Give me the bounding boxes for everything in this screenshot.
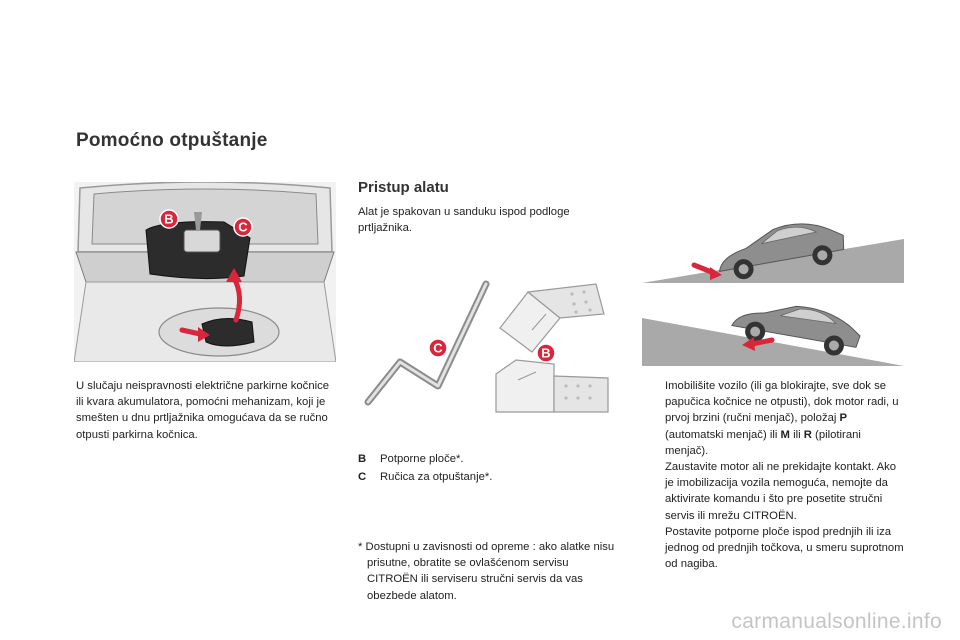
gear-position-p: P xyxy=(839,412,848,425)
trunk-photo: B C xyxy=(74,182,336,362)
label-c-circle xyxy=(233,217,253,237)
tools-label-c: C xyxy=(433,341,443,356)
list-item: Zaustavite motor ali ne prekidajte konta… xyxy=(642,459,904,524)
watermark: carmanualsonline.info xyxy=(731,610,942,633)
bullet-text: ili xyxy=(789,428,804,441)
tools-illustration: C B xyxy=(360,278,610,428)
list-item: Postavite potporne ploče ispod prednjih … xyxy=(642,524,904,573)
section-title-tool-access: Pristup alatu xyxy=(358,179,449,196)
bullet-text: (automatski menjač) ili xyxy=(665,428,781,441)
legend-key: B xyxy=(358,453,367,465)
legend-text: Potporne ploče*. xyxy=(380,453,464,465)
legend-row: B Potporne ploče*. xyxy=(358,450,492,468)
instruction-list: Imobilišite vozilo (ili ga blokirajte, s… xyxy=(642,378,904,572)
legend-row: C Ručica za otpuštanje*. xyxy=(358,468,492,486)
tools-label-c-circle xyxy=(428,338,448,358)
section-text-tool-access: Alat je spakovan u sanduku ispod podloge… xyxy=(358,206,570,234)
photo-label-c: C xyxy=(238,220,248,235)
slope-downhill-illustration xyxy=(642,296,904,366)
legend-key: C xyxy=(358,471,367,483)
page-title: Pomoćno otpuštanje xyxy=(76,130,268,151)
slope-uphill-illustration xyxy=(642,217,904,283)
bullet-text: Imobilišite vozilo (ili ga blokirajte, s… xyxy=(665,380,899,425)
list-item: Imobilišite vozilo (ili ga blokirajte, s… xyxy=(642,378,904,459)
label-b-circle xyxy=(159,209,179,229)
photo-label-b: B xyxy=(164,212,173,227)
bullet-text: Postavite potporne ploče ispod prednjih … xyxy=(665,525,904,571)
gear-position-r: R xyxy=(803,428,812,441)
legend-text: Ručica za otpuštanje*. xyxy=(380,471,493,483)
bullet-text: (pilotirani menjač). xyxy=(665,428,861,457)
tools-label-b: B xyxy=(541,346,550,361)
tools-label-b-circle xyxy=(536,343,556,363)
trunk-illustration: B C xyxy=(74,182,336,362)
downhill-drawing xyxy=(642,305,904,366)
footnote: * Dostupni u zavisnosti od opreme : ako … xyxy=(358,541,615,602)
gear-position-m: M xyxy=(780,428,790,441)
intro-paragraph: U slučaju neispravnosti električne parki… xyxy=(76,380,330,441)
uphill-drawing xyxy=(642,223,904,283)
bullet-text: Zaustavite motor ali ne prekidajte konta… xyxy=(665,461,897,522)
legend: B Potporne ploče*. C Ručica za otpuštanj… xyxy=(358,450,492,486)
tools-drawing: C B xyxy=(364,280,609,413)
